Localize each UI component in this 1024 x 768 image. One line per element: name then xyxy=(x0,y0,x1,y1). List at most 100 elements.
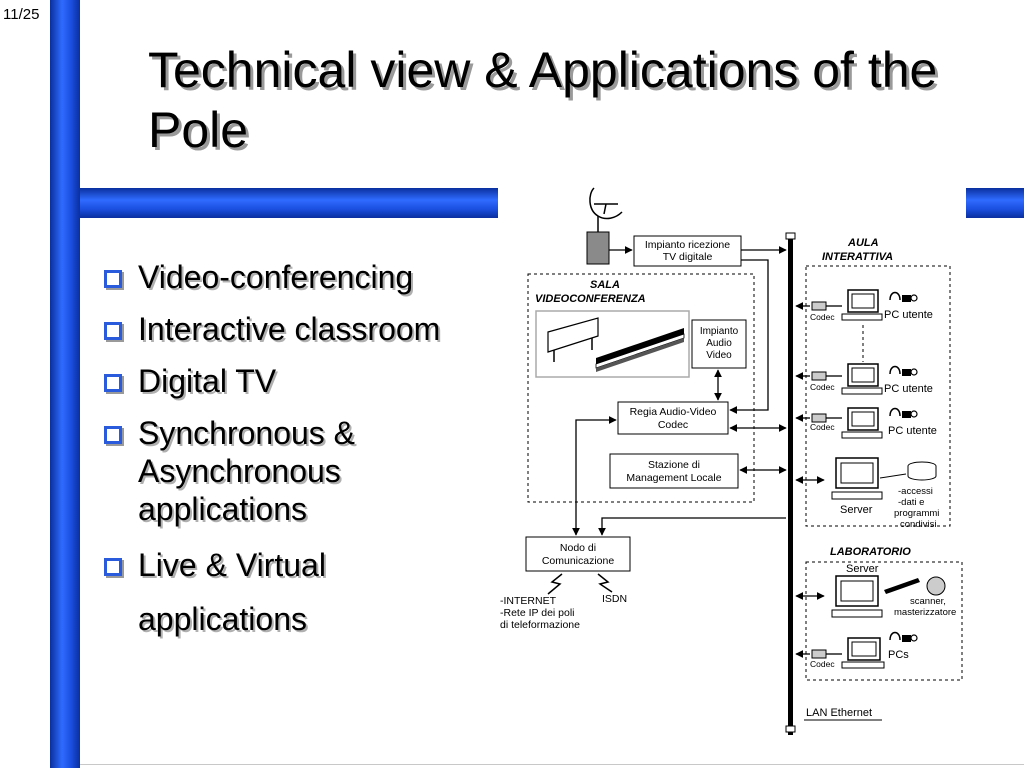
keyboard-icon xyxy=(841,387,883,395)
regia-line2: Codec xyxy=(658,419,688,431)
server-laboratorio: Server scanner, masterizzatore xyxy=(795,563,956,618)
camera-lens xyxy=(910,410,918,418)
camera-lens xyxy=(910,368,918,376)
keyboard-icon xyxy=(841,661,885,669)
codec-label: Codec xyxy=(810,422,835,432)
regia-codec-box xyxy=(617,401,729,435)
codec-label: Codec xyxy=(810,312,835,322)
lab-server-label: Server xyxy=(846,563,879,575)
sala-videoconferenza-area xyxy=(527,273,755,503)
square-bullet-icon xyxy=(104,270,122,288)
keyboard-icon xyxy=(841,431,883,439)
headset-icon xyxy=(889,407,901,417)
nodo-comunicazione-box xyxy=(525,536,631,572)
impianto-av-line1: Impianto xyxy=(700,326,739,337)
server-disk-link xyxy=(879,473,907,479)
stazione-line2: Management Locale xyxy=(626,472,721,484)
codec-device-icon xyxy=(811,413,827,423)
laboratorio-label: LABORATORIO xyxy=(830,546,911,558)
slide-title: Technical view & Applications of the Pol… xyxy=(148,42,938,158)
page-number: 11/25 xyxy=(3,6,40,23)
square-bullet-icon xyxy=(104,426,122,444)
pcs-label: PCs xyxy=(888,649,909,661)
keyboard-icon xyxy=(841,313,883,321)
server-note-4: condivisi xyxy=(900,519,936,530)
pc-utente-2: Codec PC utente xyxy=(795,363,933,395)
lightning-isdn-icon xyxy=(597,573,613,593)
square-bullet-icon xyxy=(104,322,122,340)
server-note-3: programmi xyxy=(894,508,939,519)
pc-utente-3: Codec PC utente xyxy=(795,407,937,439)
lan-bus xyxy=(788,235,793,735)
monitor-screen xyxy=(851,641,877,657)
pc-utente-1: Codec PC utente xyxy=(795,289,933,322)
stazione-line1: Stazione di xyxy=(648,459,700,471)
square-bullet-icon xyxy=(104,374,122,392)
codec-label: Codec xyxy=(810,382,835,392)
bullet-text: Interactive classroom xyxy=(138,311,441,347)
impianto-av-line2: Audio xyxy=(706,338,732,349)
server-note-1: -accessi xyxy=(898,486,933,497)
antenna-receiver-icon xyxy=(586,231,610,265)
bullet-list: Video-conferencing Interactive classroom… xyxy=(102,258,468,646)
pcs-laboratorio: Codec PCs xyxy=(795,631,918,669)
monitor-screen xyxy=(840,580,874,602)
bullet-item: Live & Virtual applications xyxy=(102,538,468,646)
vertical-accent-bar xyxy=(50,0,80,768)
disc-icon xyxy=(926,576,946,596)
laboratorio-area xyxy=(805,561,963,681)
video-wall-area xyxy=(535,310,690,378)
bullet-item: Synchronous & Asynchronous applications xyxy=(102,414,468,528)
scanner-line1: scanner, xyxy=(910,596,946,607)
isdn-label: ISDN xyxy=(602,593,627,605)
headset-icon xyxy=(889,365,901,375)
square-bullet-icon xyxy=(104,558,122,576)
bus-terminator-bottom xyxy=(785,725,796,733)
aula-label-line2: INTERATTIVA xyxy=(822,251,893,263)
bullet-text: Video-conferencing xyxy=(138,259,414,295)
impianto-av-line3: Video xyxy=(706,350,732,361)
video-screens-icon xyxy=(547,317,685,372)
codec-device-icon xyxy=(811,301,827,311)
network-diagram-svg: Impianto ricezione TV digitale SALA VIDE… xyxy=(500,187,963,735)
tv-box-line2: TV digitale xyxy=(663,251,713,263)
monitor-screen xyxy=(840,462,874,484)
aula-interattiva-area xyxy=(805,265,951,527)
bottom-divider xyxy=(80,764,1024,765)
sala-label-line1: SALA xyxy=(590,279,620,291)
camera-icon xyxy=(902,369,911,376)
pc-utente-label: PC utente xyxy=(884,383,933,395)
camera-icon xyxy=(902,295,911,302)
codec-device-icon xyxy=(811,649,827,659)
regia-line1: Regia Audio-Video xyxy=(630,406,717,418)
monitor-screen xyxy=(851,293,875,309)
impianto-av-box xyxy=(691,319,747,369)
pc-utente-label: PC utente xyxy=(884,309,933,321)
bullet-text: Synchronous & Asynchronous applications xyxy=(138,415,356,527)
server-aula: Server -accessi -dati e programmi condiv… xyxy=(795,457,939,530)
scanner-line2: masterizzatore xyxy=(894,607,956,618)
lightning-internet-icon xyxy=(547,573,563,595)
camera-lens xyxy=(910,634,918,642)
lan-ethernet-label: LAN Ethernet xyxy=(806,707,872,719)
server-note-2: -dati e xyxy=(898,497,924,508)
internet-label: -INTERNET xyxy=(500,595,557,607)
nodo-line1: Nodo di xyxy=(560,542,596,554)
connection-lines xyxy=(572,246,787,536)
pc-utente-label: PC utente xyxy=(888,425,937,437)
horizontal-accent-bar-right xyxy=(966,188,1024,218)
rete-label-line1: -Rete IP dei poli xyxy=(500,607,575,619)
server-label: Server xyxy=(840,504,873,516)
bullet-text: Live & Virtual applications xyxy=(138,547,326,637)
bullet-text: Digital TV xyxy=(138,363,277,399)
nodo-line2: Comunicazione xyxy=(542,555,615,567)
camera-lens xyxy=(910,294,918,302)
rete-label-line2: di teleformazione xyxy=(500,619,580,631)
tv-receiver-box xyxy=(633,235,742,267)
bullet-item: Interactive classroom xyxy=(102,310,468,348)
keyboard-icon xyxy=(831,609,883,618)
tv-box-line1: Impianto ricezione xyxy=(645,239,730,251)
network-diagram: Impianto ricezione TV digitale SALA VIDE… xyxy=(498,180,966,740)
monitor-screen xyxy=(851,411,875,427)
bus-terminator-top xyxy=(785,232,796,240)
